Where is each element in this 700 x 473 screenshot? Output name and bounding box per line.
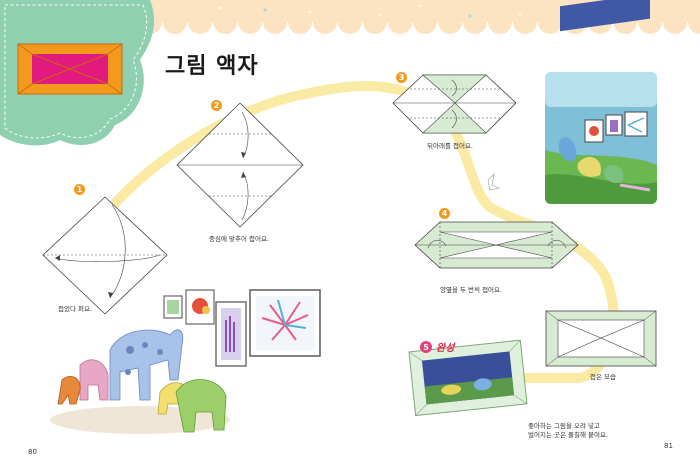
complete-label: 완성 xyxy=(436,343,455,354)
gallery-photo xyxy=(545,0,657,204)
step-number-5: 5 xyxy=(420,341,432,353)
step5-caption-line1: 좋아하는 그림을 오려 넣고 xyxy=(528,422,600,430)
page-title: 그림 액자 xyxy=(165,54,259,79)
step-number-4: 4 xyxy=(439,208,450,219)
page-number-right: 81 xyxy=(664,442,673,450)
paper-crane-icon xyxy=(487,173,500,191)
page-number-left: 80 xyxy=(28,448,37,456)
step1-diagram xyxy=(42,196,168,315)
step4-diagram xyxy=(414,221,579,269)
step2-diagram xyxy=(176,102,304,228)
step5-caption-line2: 벌어지는 곳은 풀칠해 붙여요. xyxy=(528,431,609,439)
step3-diagram xyxy=(392,74,517,134)
gallery-illustration xyxy=(50,289,321,434)
step-number-3: 3 xyxy=(396,72,407,83)
folded-caption: 접은 모습 xyxy=(590,373,616,381)
step1-caption: 접었다 펴요. xyxy=(58,305,93,313)
step2-caption: 중심에 맞추어 접어요. xyxy=(209,235,270,243)
completed-frame-image xyxy=(408,339,528,417)
frame-icon xyxy=(17,43,123,95)
step-number-2: 2 xyxy=(211,100,222,111)
step4-caption: 양옆을 두 번씩 접어요. xyxy=(440,286,503,294)
step3-caption: 뒤아래를 접어요. xyxy=(427,142,473,150)
scalloped-top-border xyxy=(130,0,700,34)
folded-frame-diagram xyxy=(545,310,657,367)
step-number-1: 1 xyxy=(74,184,85,195)
